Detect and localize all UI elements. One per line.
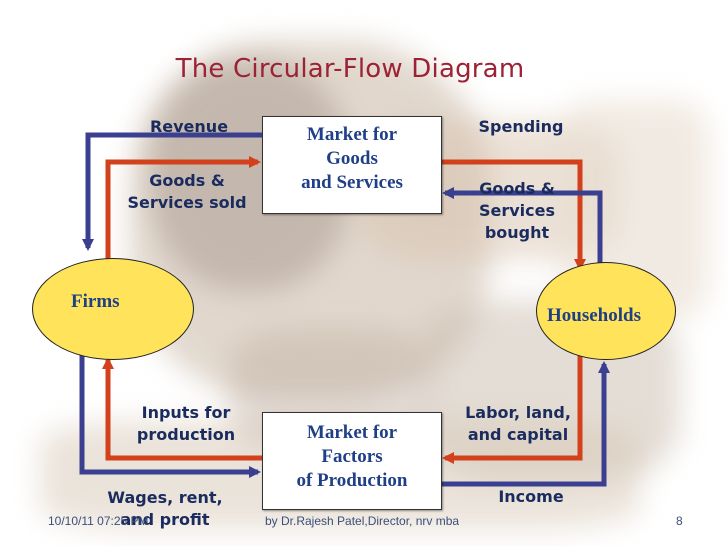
goods-bought-label: Goods & Services bought bbox=[462, 178, 572, 244]
goods-sold-label: Goods & Services sold bbox=[112, 170, 262, 214]
goods-bought-line-2: Services bbox=[478, 201, 556, 220]
goods-market-line-1: Market for bbox=[306, 124, 398, 145]
revenue-label: Revenue bbox=[149, 117, 229, 136]
income-label: Income bbox=[498, 487, 564, 506]
footer-credit: by Dr.Rajesh Patel,Director, nrv mba bbox=[265, 514, 460, 528]
goods-market-box: Market for Goods and Services bbox=[262, 116, 442, 214]
factors-market-line-1: Market for bbox=[306, 422, 398, 443]
goods-flow-sold-arrow bbox=[105, 156, 261, 270]
money-flow-income-arrow bbox=[440, 361, 610, 487]
money-flow-wages-arrow bbox=[79, 350, 261, 478]
goods-bought-line-3: bought bbox=[484, 223, 550, 242]
diagram-title: The Circular-Flow Diagram bbox=[175, 54, 525, 84]
goods-flow-labor-arrow bbox=[442, 350, 583, 464]
inputs-line-1: Inputs for bbox=[141, 403, 231, 422]
goods-market-line-3: and Services bbox=[301, 172, 403, 193]
labor-label: Labor, land, and capital bbox=[448, 402, 588, 446]
goods-market-line-2: Goods bbox=[326, 148, 378, 169]
goods-flow-bought-arrow bbox=[440, 159, 586, 271]
households-node: Households bbox=[536, 262, 676, 360]
factors-market-line-3: of Production bbox=[296, 470, 408, 491]
firms-node: Firms bbox=[32, 258, 194, 360]
labor-line-1: Labor, land, bbox=[465, 403, 571, 422]
money-flow-revenue-arrow bbox=[82, 132, 262, 251]
firms-label: Firms bbox=[71, 291, 120, 312]
households-label: Households bbox=[547, 305, 641, 326]
factors-market-line-2: Factors bbox=[321, 446, 383, 467]
labor-line-2: and capital bbox=[467, 425, 569, 444]
footer-page-number: 8 bbox=[676, 514, 683, 528]
factors-market-box: Market for Factors of Production bbox=[262, 412, 442, 510]
money-flow-spending-arrow bbox=[442, 187, 603, 270]
footer-date: 10/10/11 07:25 PM bbox=[48, 514, 149, 528]
spending-label: Spending bbox=[478, 117, 564, 136]
goods-flow-inputs-arrow bbox=[102, 357, 262, 461]
goods-sold-line-1: Goods & bbox=[149, 171, 225, 190]
wages-label: Wages, rent, and profit bbox=[90, 487, 240, 531]
wages-line-1: Wages, rent, bbox=[107, 488, 223, 507]
goods-bought-line-1: Goods & bbox=[479, 179, 555, 198]
inputs-label: Inputs for production bbox=[116, 402, 256, 446]
wages-line-2: and profit bbox=[120, 510, 210, 529]
inputs-line-2: production bbox=[136, 425, 236, 444]
goods-sold-line-2: Services sold bbox=[127, 193, 247, 212]
